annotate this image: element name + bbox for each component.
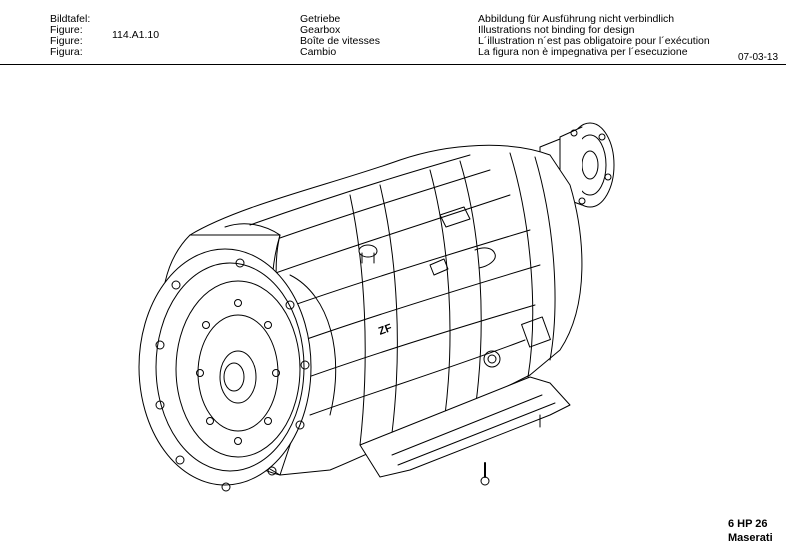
disclaimer-it: La figura non è impegnativa per l´esecuz…	[478, 46, 688, 58]
label-bildtafel: Bildtafel:	[50, 13, 91, 25]
disclaimer-de: Abbildung für Ausführung nicht verbindli…	[478, 13, 675, 25]
title-fr: Boîte de vitesses	[300, 35, 380, 47]
label-figure-fr: Figure:	[50, 35, 83, 47]
title-it: Cambio	[300, 46, 337, 58]
model-designation: 6 HP 26	[728, 518, 768, 530]
label-figura: Figura:	[50, 46, 83, 58]
vehicle-make: Maserati	[728, 532, 773, 544]
date-stamp: 07-03-13	[738, 52, 779, 63]
label-figure-en: Figure:	[50, 24, 83, 36]
disclaimer-fr: L´illustration n´est pas obligatoire pou…	[478, 35, 710, 47]
figure-number: 114.A1.10	[112, 29, 160, 41]
case-logo: ZF	[377, 322, 394, 338]
torque-converter	[139, 249, 311, 491]
title-de: Getriebe	[300, 13, 341, 25]
disclaimer-en: Illustrations not binding for design	[478, 24, 635, 36]
header-rule	[0, 64, 786, 65]
gearbox-drawing: ZF	[130, 115, 650, 515]
title-en: Gearbox	[300, 24, 341, 36]
